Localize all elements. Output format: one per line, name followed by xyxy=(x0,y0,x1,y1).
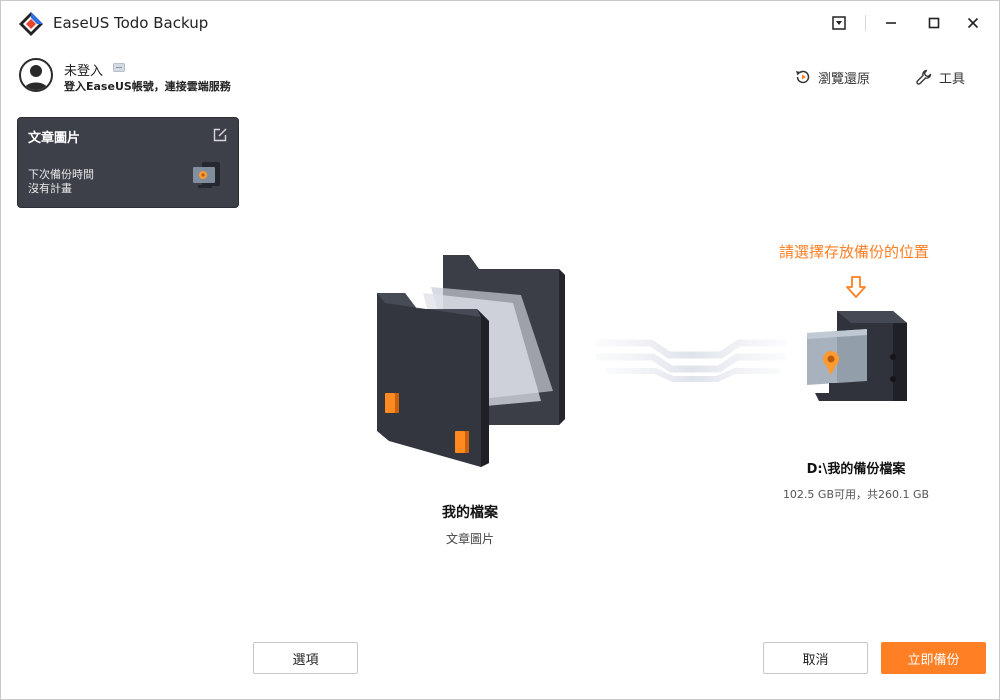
backup-plan-card[interactable]: 文章圖片 下次備份時間 沒有計畫 xyxy=(18,118,238,207)
wrench-icon xyxy=(916,69,932,85)
close-button[interactable] xyxy=(960,11,986,35)
dropdown-menu-button[interactable] xyxy=(826,11,852,35)
source-name: 我的檔案 xyxy=(442,505,498,521)
app-title: EaseUS Todo Backup xyxy=(53,14,209,32)
title-bar: EaseUS Todo Backup xyxy=(1,1,999,45)
edit-icon[interactable] xyxy=(212,127,228,143)
avatar[interactable] xyxy=(19,58,53,92)
tools-link[interactable]: 工具 xyxy=(915,67,965,87)
destination-computer-icon[interactable] xyxy=(801,301,916,416)
plan-title: 文章圖片 xyxy=(28,131,81,146)
user-icon xyxy=(24,65,48,90)
source-subtitle: 文章圖片 xyxy=(445,532,494,546)
backup-now-button[interactable]: 立即備份 xyxy=(881,642,986,674)
browse-restore-link[interactable]: 瀏覽還原 xyxy=(794,67,870,87)
select-destination-hint[interactable]: 請選擇存放備份的位置 xyxy=(779,243,930,261)
restore-icon xyxy=(796,70,810,84)
titlebar-separator xyxy=(865,15,866,31)
backup-flow-lines xyxy=(596,339,786,382)
login-status[interactable]: 未登入 xyxy=(64,64,104,79)
computer-target-icon xyxy=(193,162,220,188)
download-box-icon xyxy=(832,16,846,30)
maximize-button[interactable] xyxy=(921,11,947,35)
next-backup-value: 沒有計畫 xyxy=(28,182,72,195)
options-button[interactable]: 選項 xyxy=(253,642,358,674)
browse-restore-label: 瀏覽還原 xyxy=(818,71,871,87)
destination-path: D:\我的備份檔案 xyxy=(806,462,906,477)
arrow-down-icon xyxy=(846,276,866,298)
easeus-logo-icon xyxy=(19,12,43,36)
source-folder-icon[interactable] xyxy=(371,251,571,471)
maximize-icon xyxy=(928,17,940,29)
close-icon xyxy=(967,17,979,29)
minimize-button[interactable] xyxy=(878,11,904,35)
cancel-button[interactable]: 取消 xyxy=(763,642,868,674)
login-prompt-link[interactable]: 登入EaseUS帳號，連接雲端服務 xyxy=(64,80,231,93)
next-backup-label: 下次備份時間 xyxy=(28,168,94,181)
account-badge-icon xyxy=(113,63,125,72)
tools-label: 工具 xyxy=(939,71,966,87)
minimize-icon xyxy=(886,22,896,24)
destination-space: 102.5 GB可用，共260.1 GB xyxy=(782,488,930,501)
